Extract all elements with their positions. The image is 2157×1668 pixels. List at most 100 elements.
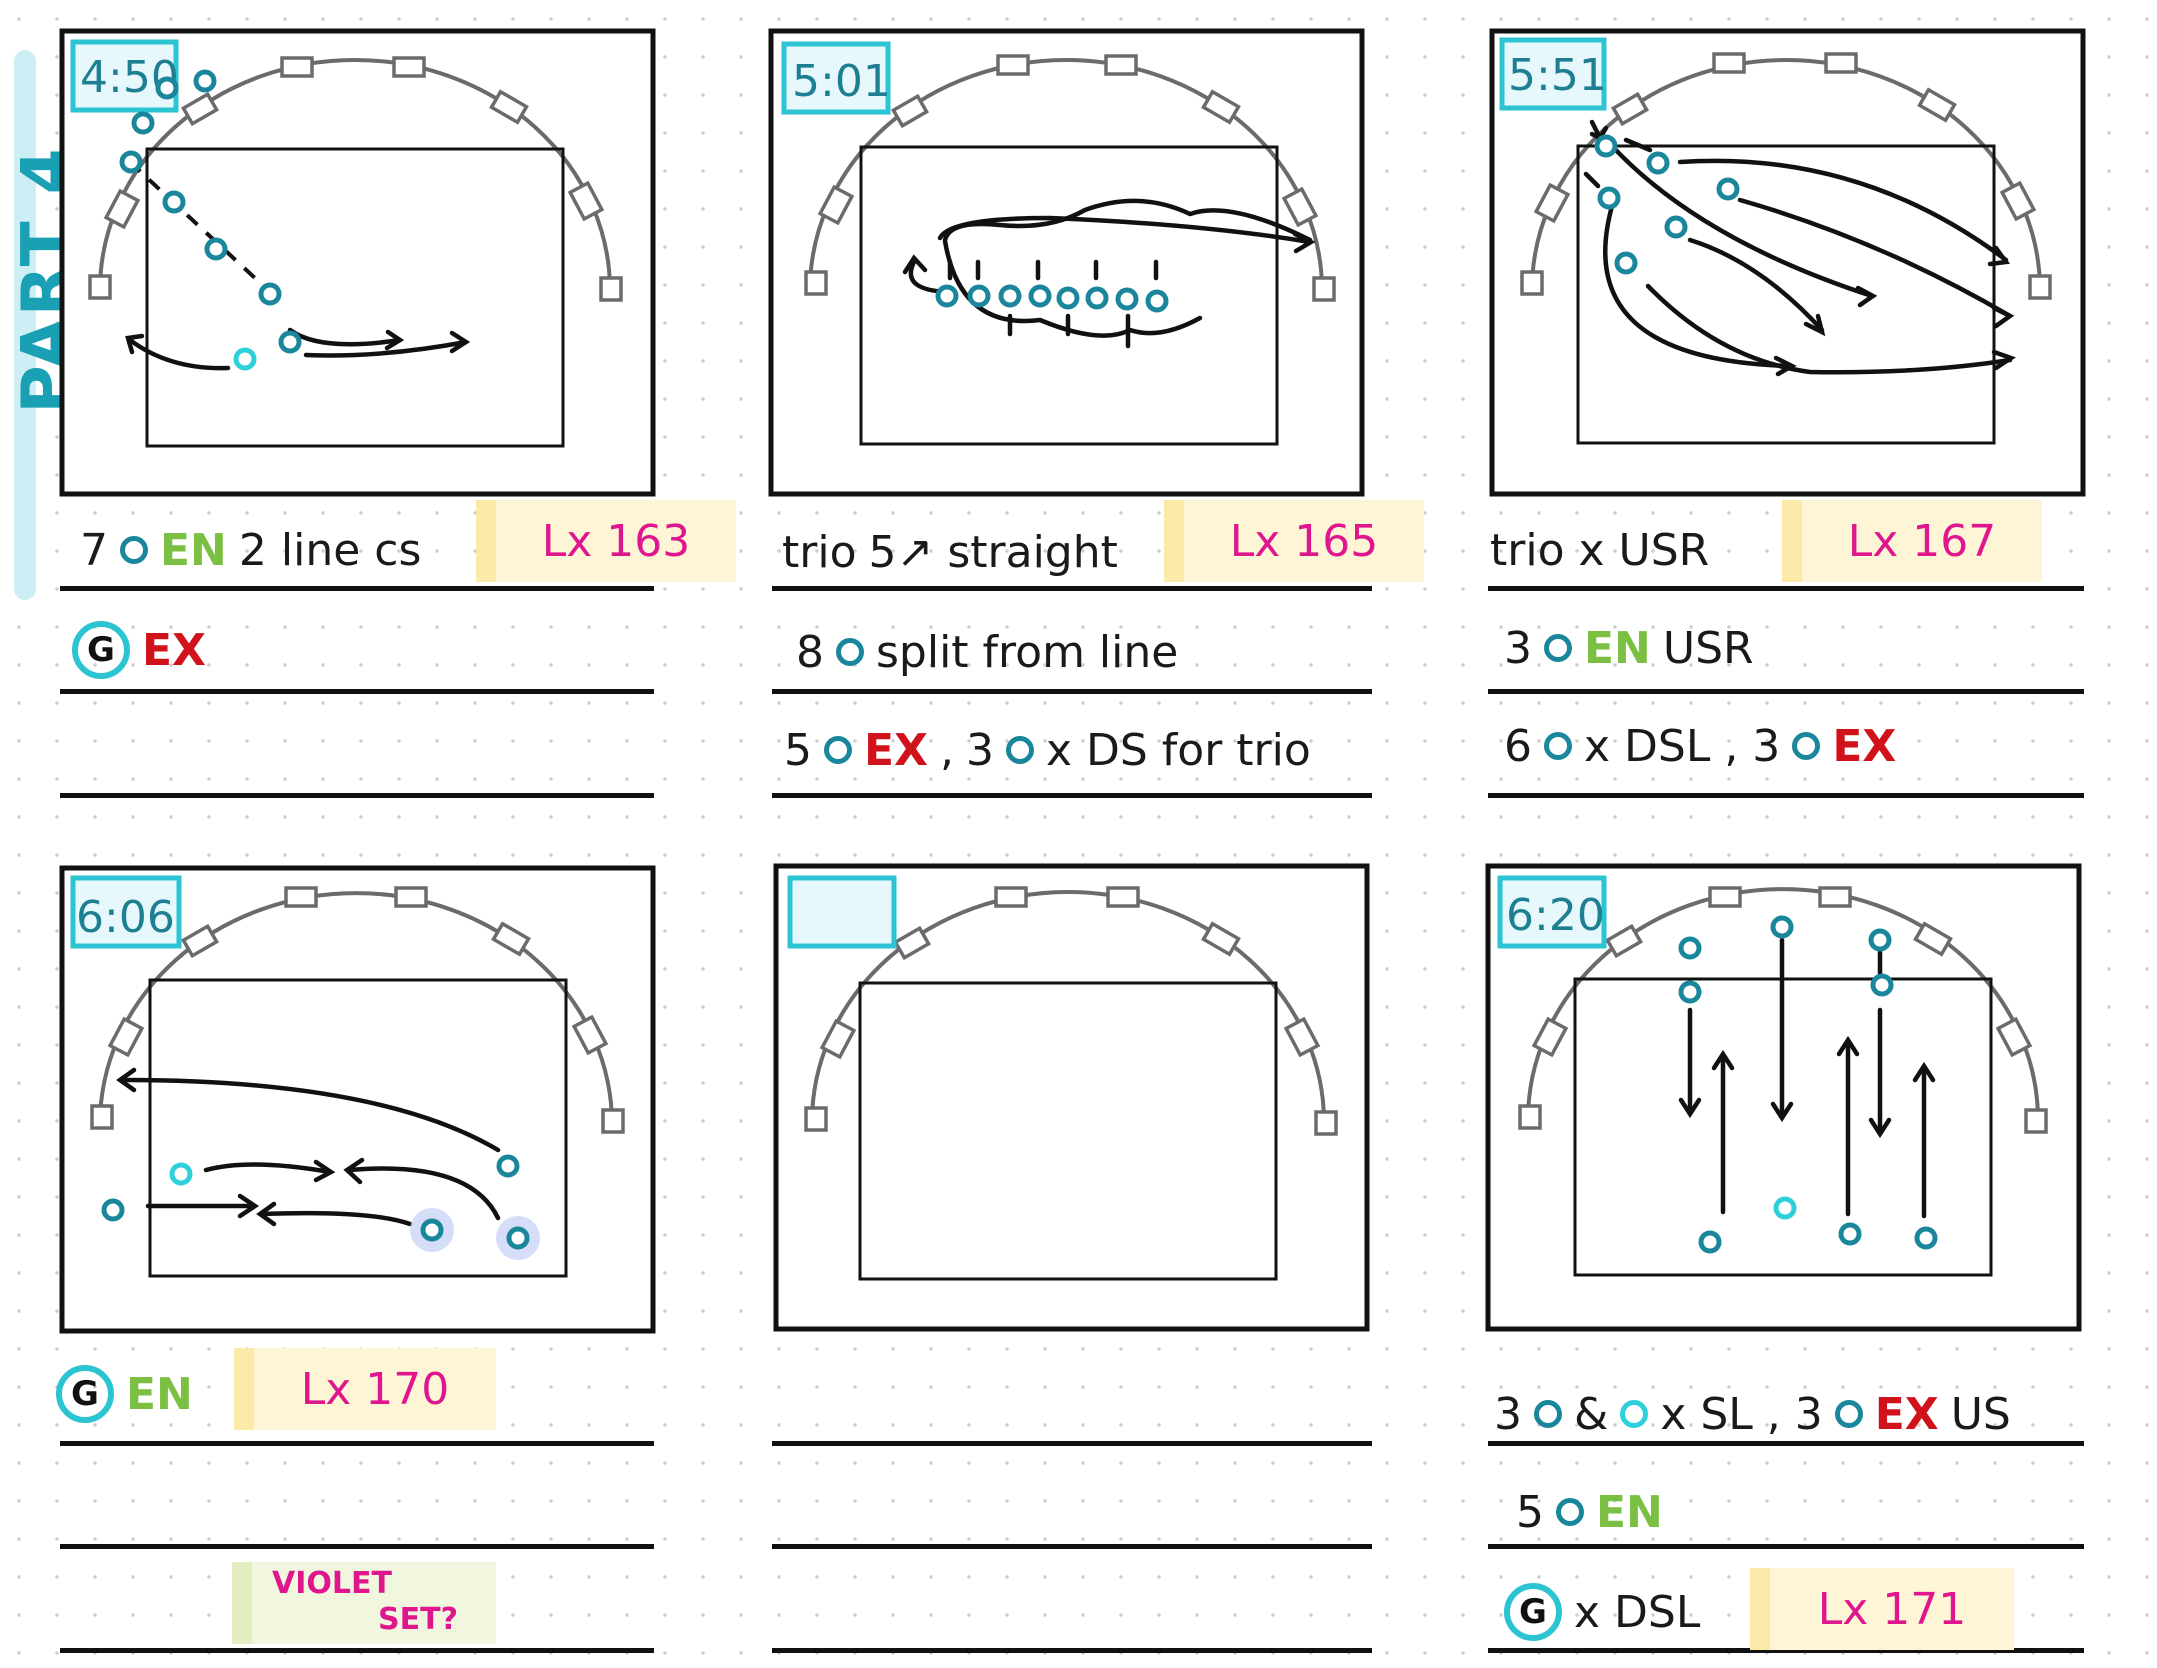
speaker-icon xyxy=(804,270,828,296)
speaker-icon xyxy=(571,1014,609,1056)
performer-circle-icon xyxy=(233,347,257,371)
g-badge-icon: G xyxy=(72,621,130,679)
speaker-icon xyxy=(890,93,930,129)
note-line: 5 EX , 3 x DS for trio xyxy=(784,720,1323,780)
part-marker xyxy=(14,50,36,600)
note-line: G EN xyxy=(56,1364,205,1424)
performer-circle-icon xyxy=(169,1162,193,1186)
arrow-icon xyxy=(303,339,469,358)
performer-circle-icon xyxy=(1556,1498,1584,1526)
venue-arc xyxy=(98,891,614,1125)
note-line: 3 & x SL , 3 EX US xyxy=(1494,1384,2023,1444)
rule-line xyxy=(60,586,654,591)
note-text: , xyxy=(939,724,954,776)
lx-cue-tag: Lx 167 xyxy=(1782,500,2042,582)
arrow-icon xyxy=(449,330,471,354)
speaker-icon xyxy=(601,1108,625,1134)
speaker-icon xyxy=(180,91,220,127)
note-line: 3 EN USR xyxy=(1504,618,1766,678)
speaker-icon xyxy=(1824,52,1858,74)
speaker-icon xyxy=(1106,886,1140,908)
floor-rect xyxy=(148,978,568,1278)
performer-circle-icon xyxy=(836,638,864,666)
panel-5-diagram xyxy=(773,863,1370,1332)
note-text: 5 xyxy=(784,724,812,776)
performer-circle-icon xyxy=(1792,732,1821,760)
rule-line xyxy=(772,1544,1372,1549)
performer-circle-icon xyxy=(1115,287,1139,311)
time-box xyxy=(70,39,179,113)
time-label: 6:20 xyxy=(1506,890,1605,941)
performer-circle-icon xyxy=(1005,736,1034,764)
performer-circle-icon xyxy=(1085,286,1109,310)
note-text: 5 xyxy=(1516,1486,1544,1538)
speaker-icon xyxy=(1281,186,1319,228)
performer-circle-icon xyxy=(1678,936,1702,960)
arrow-icon xyxy=(942,198,1313,243)
venue-arc xyxy=(1526,887,2040,1121)
speaker-icon xyxy=(103,188,141,230)
rule-line xyxy=(1488,1648,2084,1653)
venue-arc xyxy=(98,58,612,291)
speaker-icon xyxy=(1518,1104,1542,1130)
speaker-icon xyxy=(284,886,318,908)
speaker-icon xyxy=(1104,54,1138,76)
arrow-icon xyxy=(1609,143,1875,299)
speaker-icon xyxy=(1995,1016,2033,1058)
speaker-icon xyxy=(819,1018,857,1060)
performer-circle-icon xyxy=(1716,177,1740,201)
speaker-icon xyxy=(88,274,112,300)
performer-circle-icon xyxy=(1773,1196,1797,1220)
speaker-icon xyxy=(1999,180,2037,222)
speaker-icon xyxy=(392,56,426,78)
performer-circle-icon xyxy=(1770,915,1794,939)
arrow-icon xyxy=(121,1077,501,1153)
rule-line xyxy=(772,1441,1372,1446)
performer-circle-icon xyxy=(496,1154,520,1178)
performer-circles xyxy=(1678,915,1938,1254)
arrow-icon xyxy=(1737,197,2013,319)
sticky-note: VIOLET SET? xyxy=(232,1562,496,1644)
arrow-icon xyxy=(1855,285,1878,308)
note-line: trio x USR xyxy=(1490,520,1721,580)
time-label: 5:01 xyxy=(792,56,891,107)
g-badge-icon: G xyxy=(1504,1583,1562,1641)
rule-line xyxy=(60,1441,654,1446)
speaker-icon xyxy=(1917,87,1957,123)
flow-paths xyxy=(1583,119,2016,377)
speaker-icon xyxy=(1312,276,1336,302)
floor-rect xyxy=(859,145,1279,446)
performer-circle-icon xyxy=(119,150,143,174)
time-label: 5:51 xyxy=(1508,50,1607,101)
arrow-icon xyxy=(343,1157,365,1185)
ex-tag: EX xyxy=(1832,720,1897,772)
arrow-icon xyxy=(1583,171,1601,189)
speaker-icon xyxy=(2028,274,2052,300)
performer-circle-icon xyxy=(193,69,217,93)
performer-circle-icon xyxy=(1534,1400,1562,1428)
arrow-icon xyxy=(203,1162,333,1175)
rule-line xyxy=(1488,586,2084,591)
time-box xyxy=(70,875,182,949)
venue-arc xyxy=(1530,58,2042,291)
speaker-icon xyxy=(107,1016,145,1058)
note-line: 5 EN xyxy=(1516,1482,1675,1542)
performer-circles xyxy=(1594,134,1740,275)
arrow-icon xyxy=(1623,137,1653,153)
time-box xyxy=(787,875,897,949)
rule-line xyxy=(1488,1544,2084,1549)
speaker-icon xyxy=(1818,886,1852,908)
arrow-icon xyxy=(1836,1035,1860,1057)
speaker-icon xyxy=(1913,921,1953,957)
speaker-icon xyxy=(1531,1016,1569,1058)
speaker-icons xyxy=(1520,52,2052,300)
rule-line xyxy=(1488,1441,2084,1446)
note-text: 3 xyxy=(1504,622,1532,674)
performer-circle-icon xyxy=(1678,980,1702,1004)
arrow-icon xyxy=(256,1201,277,1227)
panel-4-diagram: 6:06 xyxy=(59,865,656,1334)
performer-circle-icon xyxy=(1664,215,1688,239)
speaker-icon xyxy=(996,54,1030,76)
arrow-icon xyxy=(384,329,405,351)
